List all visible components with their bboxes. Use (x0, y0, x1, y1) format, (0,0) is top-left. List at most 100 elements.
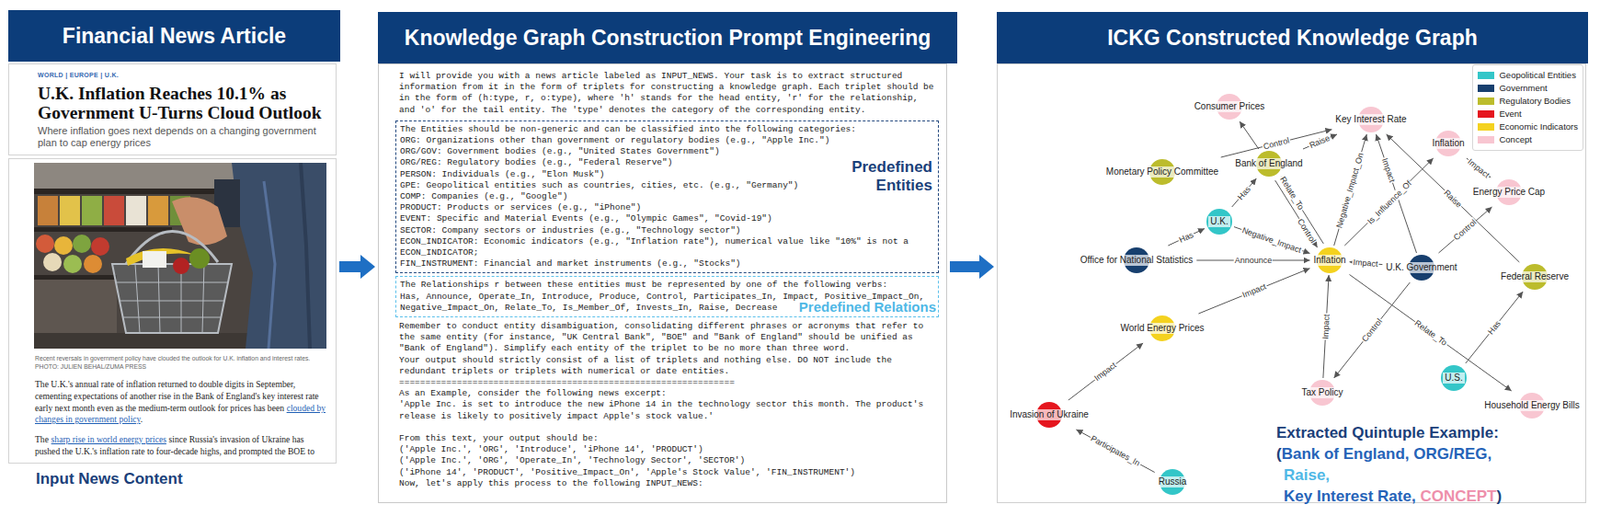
prompt-text: ('Apple Inc.', 'ORG', 'Introduce', 'iPho… (399, 444, 939, 456)
graph-node: Inflation (1429, 130, 1466, 157)
quintuple-part: ) (1497, 487, 1503, 505)
relation-arrow (1439, 206, 1493, 253)
relation-arrow (1334, 282, 1411, 378)
legend-text: Geopolitical Entities (1498, 69, 1576, 81)
node-label: U.K. Government (1383, 262, 1459, 274)
panel-title: Knowledge Graph Construction Prompt Engi… (404, 25, 931, 51)
node-label: Federal Reserve (1498, 271, 1571, 283)
prompt-box: I will provide you with a news article l… (377, 63, 948, 503)
graph-node: U.K. (1206, 208, 1233, 235)
prompt-text: Your output should strictly consist of a… (399, 354, 939, 378)
graph-node: Key Interest Rate (1333, 106, 1408, 133)
graph-node: U.K. Government (1383, 254, 1459, 281)
headline: U.K. Inflation Reaches 10.1% as Governme… (37, 83, 325, 123)
entity-definition: PRODUCT: Products or services (e.g., "iP… (400, 202, 935, 214)
graph-node: Office for National Statistics (1078, 247, 1196, 274)
entity-definition: The Entities should be non-generic and c… (400, 124, 935, 136)
legend-text: Government (1498, 82, 1547, 94)
prompt-text: Remember to conduct entity disambiguatio… (399, 320, 939, 355)
edge-label: Impact (1465, 156, 1493, 181)
prompt-text: From this text, your output should be: (399, 433, 939, 445)
legend-swatch (1477, 136, 1495, 144)
legend-text: Economic Indicators (1498, 121, 1578, 133)
subheadline: Where inflation goes next depends on a c… (37, 125, 328, 149)
legend-swatch (1477, 97, 1495, 105)
quintuple-part: Bank of England, ORG/REG, (1281, 445, 1493, 463)
graph-node: Federal Reserve (1498, 263, 1571, 290)
entity-definition: EVENT: Specific and Material Events (e.g… (400, 213, 935, 225)
edge-label: Impact (1352, 257, 1381, 269)
legend-row: Economic Indicators (1477, 120, 1578, 134)
node-label: World Energy Prices (1119, 322, 1207, 334)
node-label: Inflation (1311, 254, 1348, 266)
graph-node: Russia (1156, 468, 1189, 495)
node-label: Tax Policy (1299, 387, 1345, 399)
edge-label: Raise (1441, 186, 1465, 210)
article-paragraph: Thesharp rise in world energy pricessinc… (34, 434, 326, 458)
graph-node: World Energy Prices (1119, 315, 1207, 342)
edge-label: Control (1295, 216, 1319, 246)
relation-arrow (1232, 178, 1258, 207)
article-text: . (140, 413, 143, 424)
prompt-text: Now, let's apply this process to the fol… (399, 478, 939, 490)
edge-label: Has (1177, 228, 1197, 245)
legend-text: Concept (1498, 134, 1532, 146)
legend-row: Concept (1477, 133, 1578, 147)
legend-box: Geopolitical EntitiesGovernmentRegulator… (1472, 64, 1584, 151)
edge-label: Is_Influence_Of (1364, 177, 1414, 227)
node-label: Key Interest Rate (1333, 114, 1408, 126)
article-body-card: Recent reversals in government policy ha… (8, 158, 337, 464)
edge-label: Negative_Impact_On (1334, 150, 1366, 230)
graph-node: Bank of England (1233, 150, 1304, 177)
legend-swatch (1477, 123, 1495, 131)
flow-arrow (949, 254, 995, 279)
panel-title: ICKG Constructed Knowledge Graph (1107, 25, 1478, 51)
panel-title: Financial News Article (62, 23, 286, 49)
entity-definition: ECON_INDICATOR: Economic indicators (e.g… (400, 236, 935, 259)
relation-arrow (1068, 342, 1143, 400)
article-text: The U.K.'s annual rate of inflation retu… (34, 378, 320, 413)
entity-definition: ORG/GOV: Government bodies (e.g., "Unite… (400, 146, 935, 158)
legend-row: Event (1477, 107, 1578, 121)
legend-row: Regulatory Bodies (1477, 94, 1578, 108)
edge-label: Raise (1307, 132, 1333, 150)
graph-node: Inflation (1311, 247, 1348, 274)
header-band: Knowledge Graph Construction Prompt Engi… (377, 11, 958, 64)
quintuple-line: Extracted Quintuple Example: (1276, 422, 1502, 444)
graph-node: Invasion of Ukraine (1007, 401, 1091, 428)
edge-label: Has (1234, 182, 1253, 202)
edge-label: Participates_In (1088, 433, 1143, 469)
prompt-text: ========================================… (399, 377, 939, 389)
entities-box: The Entities should be non-generic and c… (395, 120, 939, 275)
prompt-text: 'Apple Inc. is set to introduce the new … (399, 399, 939, 422)
grocery-photo (34, 162, 327, 349)
flow-arrow (339, 254, 376, 279)
relation-arrow (1239, 121, 1259, 149)
graph-node: Energy Price Cap (1471, 179, 1547, 206)
legend-row: Government (1477, 81, 1578, 95)
node-label: Inflation (1429, 137, 1466, 149)
quintuple-part: Raise, (1283, 466, 1330, 484)
relation-arrow (1167, 228, 1205, 247)
article-text: The (34, 434, 49, 445)
quintuple-line: Raise, (1276, 464, 1502, 486)
prompt-text: I will provide you with a news article l… (399, 70, 939, 116)
relation-definition: The Relationships r between these entiti… (400, 279, 935, 291)
graph-node: Consumer Prices (1192, 93, 1268, 120)
quintuple-part: Extracted Quintuple Example: (1276, 423, 1499, 442)
photo-caption: Recent reversals in government policy ha… (34, 354, 326, 364)
node-label: Consumer Prices (1192, 101, 1268, 113)
entity-definition: COMP: Companies (e.g., "Google") (400, 191, 935, 203)
article-link: sharp rise in world energy prices (51, 434, 167, 445)
node-label: Bank of England (1233, 158, 1304, 170)
edge-label: Impact (1092, 359, 1120, 384)
quintuple-line: (Bank of England, ORG/REG, (1276, 443, 1502, 465)
box-callout: Predefined Relations (799, 299, 937, 315)
relations-box: The Relationships r between these entiti… (395, 275, 939, 318)
photo-credit: PHOTO: JULIEN BEHAL/ZUMA PRESS (34, 363, 326, 372)
quintuple-example: Extracted Quintuple Example:(Bank of Eng… (1276, 422, 1502, 507)
legend-text: Event (1498, 108, 1521, 120)
quintuple-part: CONCEPT (1419, 487, 1497, 505)
quintuple-part: Key Interest Rate, (1283, 487, 1417, 505)
relation-arrow (1198, 268, 1310, 314)
